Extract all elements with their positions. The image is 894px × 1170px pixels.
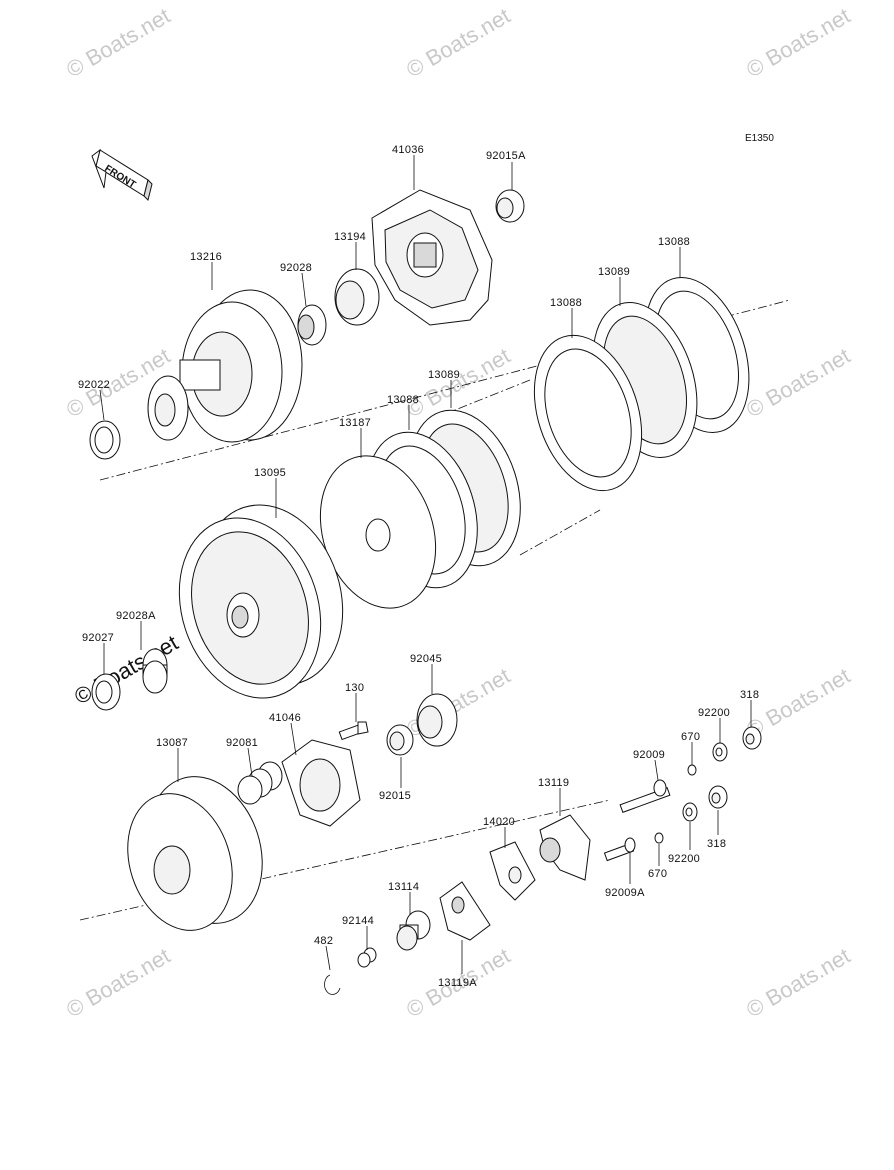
part-130-shape xyxy=(338,721,369,741)
part-92022-shape xyxy=(89,420,121,460)
watermark: © Boats.net xyxy=(742,343,854,422)
part-labels: 41036 92015A 13194 92028 13216 13088 130… xyxy=(78,144,759,989)
part-670b-shape xyxy=(654,832,664,844)
part-92144-shape xyxy=(357,947,377,968)
diagram-code: E1350 xyxy=(745,133,774,144)
part-92027-shape xyxy=(91,673,121,711)
part-label-14020[interactable]: 14020 xyxy=(483,816,515,828)
front-arrow-icon: FRONT xyxy=(91,148,153,201)
part-13216-shape xyxy=(147,289,303,443)
part-label-41046[interactable]: 41046 xyxy=(269,712,301,724)
part-13087-shape xyxy=(127,776,263,931)
part-label-670-a[interactable]: 670 xyxy=(681,731,700,743)
part-label-92009A[interactable]: 92009A xyxy=(605,887,645,899)
part-13088b-shape xyxy=(533,334,643,492)
part-318b-shape xyxy=(708,785,728,809)
part-label-13088-a[interactable]: 13088 xyxy=(658,236,690,248)
part-label-92144[interactable]: 92144 xyxy=(342,915,374,927)
part-label-92045[interactable]: 92045 xyxy=(410,653,442,665)
part-label-92081[interactable]: 92081 xyxy=(226,737,258,749)
part-13114-shape xyxy=(396,910,431,951)
part-label-13187[interactable]: 13187 xyxy=(339,417,371,429)
part-label-13095[interactable]: 13095 xyxy=(254,467,286,479)
watermark: © Boats.net xyxy=(62,3,174,82)
part-92009-shape xyxy=(619,779,671,813)
part-13194-shape xyxy=(334,268,380,326)
part-label-13089-b[interactable]: 13089 xyxy=(428,369,460,381)
part-label-13216[interactable]: 13216 xyxy=(190,251,222,263)
part-label-13087[interactable]: 13087 xyxy=(156,737,188,749)
part-label-41036[interactable]: 41036 xyxy=(392,144,424,156)
watermark: © Boats.net xyxy=(62,943,174,1022)
part-label-130[interactable]: 130 xyxy=(345,682,364,694)
part-label-92200-b[interactable]: 92200 xyxy=(668,853,700,865)
part-41036-shape xyxy=(371,189,493,326)
part-92015-shape xyxy=(386,724,414,756)
part-label-92009[interactable]: 92009 xyxy=(633,749,665,761)
part-label-318-b[interactable]: 318 xyxy=(707,838,726,850)
watermark: © Boats.net xyxy=(742,3,854,82)
part-14020-shape xyxy=(489,841,536,901)
watermark: © Boats.net xyxy=(402,3,514,82)
part-13095-shape xyxy=(178,504,344,699)
part-92028-shape xyxy=(297,304,327,346)
part-label-92028A[interactable]: 92028A xyxy=(116,610,156,622)
part-label-13088-b[interactable]: 13088 xyxy=(550,297,582,309)
part-label-92200-a[interactable]: 92200 xyxy=(698,707,730,719)
part-482-shape xyxy=(324,974,341,995)
part-label-670-b[interactable]: 670 xyxy=(648,868,667,880)
part-670a-shape xyxy=(687,764,697,776)
part-13119-shape xyxy=(539,814,591,881)
watermark: © Boats.net xyxy=(742,943,854,1022)
part-92045-shape xyxy=(416,693,458,747)
part-92200a-shape xyxy=(712,742,728,762)
part-label-92015[interactable]: 92015 xyxy=(379,790,411,802)
part-label-13088-c[interactable]: 13088 xyxy=(387,394,419,406)
part-label-92028[interactable]: 92028 xyxy=(280,262,312,274)
part-41046-shape xyxy=(281,739,361,827)
part-label-13114[interactable]: 13114 xyxy=(388,881,419,893)
part-92028A-shape xyxy=(142,648,168,694)
part-318a-shape xyxy=(742,726,762,750)
part-13119A-shape xyxy=(439,881,491,941)
part-label-318-a[interactable]: 318 xyxy=(740,689,759,701)
part-drawings xyxy=(79,189,791,995)
part-label-13089-a[interactable]: 13089 xyxy=(598,266,630,278)
part-label-92027[interactable]: 92027 xyxy=(82,632,114,644)
part-label-13119A[interactable]: 13119A xyxy=(438,977,477,989)
leader-lines xyxy=(99,155,752,974)
part-92081-shape xyxy=(237,761,283,805)
part-92015A-shape xyxy=(495,189,525,223)
part-label-13194[interactable]: 13194 xyxy=(334,231,366,243)
part-92200b-shape xyxy=(682,802,698,822)
part-label-482[interactable]: 482 xyxy=(314,935,333,947)
part-92009A-shape xyxy=(603,837,636,862)
part-label-92022[interactable]: 92022 xyxy=(78,379,110,391)
part-label-13119[interactable]: 13119 xyxy=(538,777,569,789)
part-label-92015A[interactable]: 92015A xyxy=(486,150,526,162)
